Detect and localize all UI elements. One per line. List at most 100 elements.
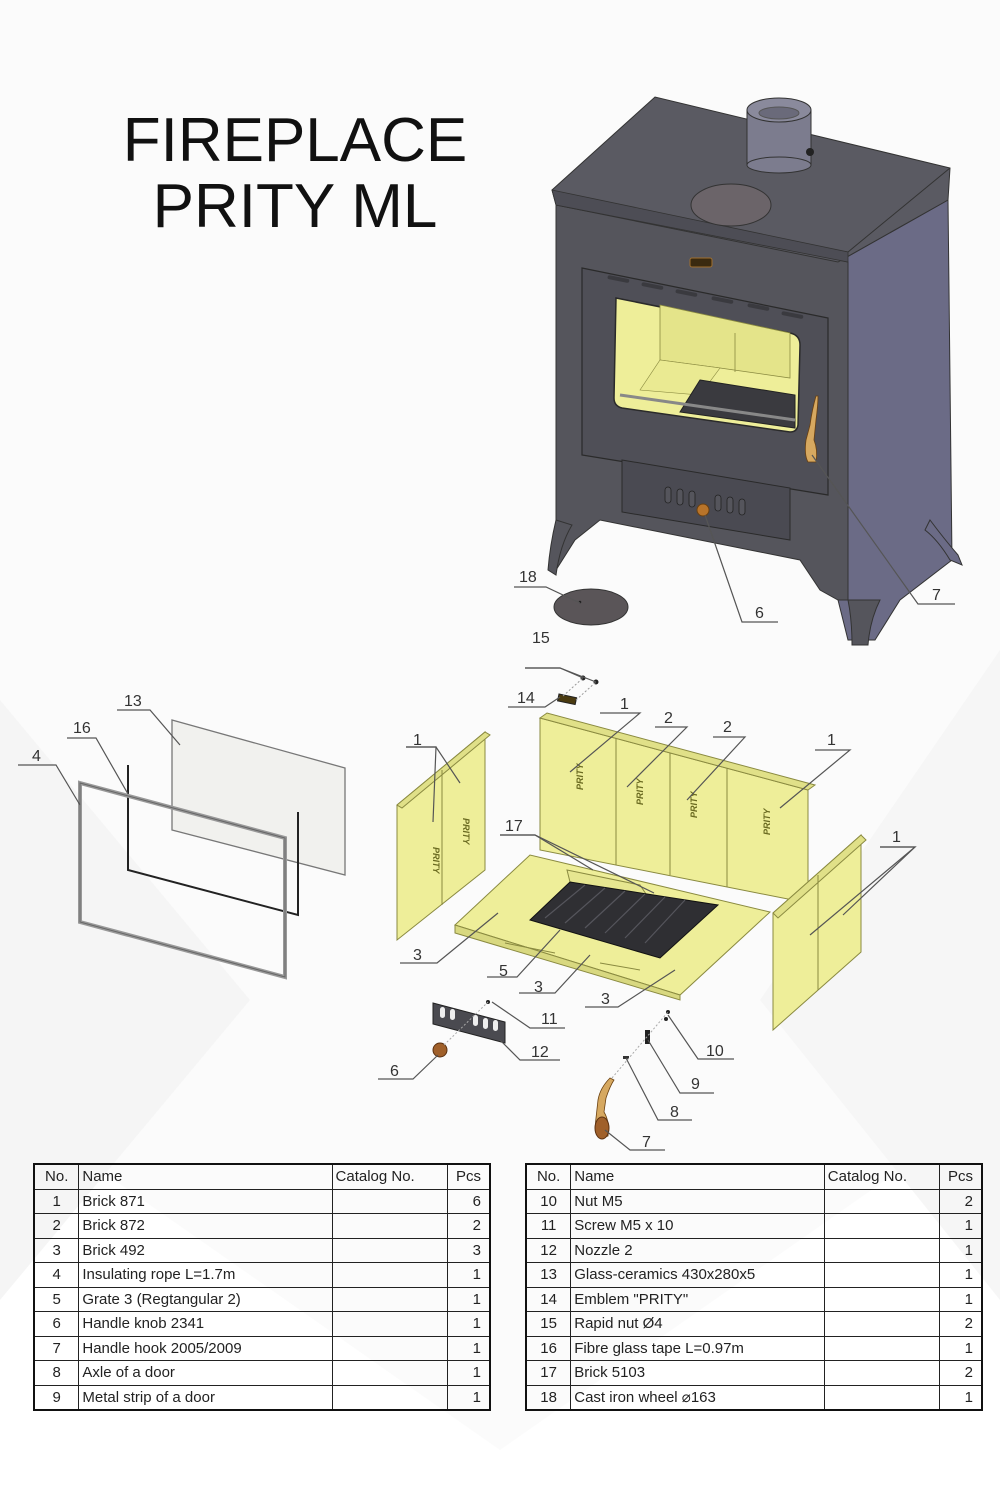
- stove-window: [613, 297, 801, 433]
- callout-11: 11: [541, 1011, 558, 1028]
- col-pcs-header: Pcs: [447, 1163, 491, 1190]
- catalog-number: [331, 1286, 449, 1312]
- svg-text:PRITY: PRITY: [689, 790, 699, 818]
- part-number: 4: [33, 1262, 80, 1288]
- part-name: Handle hook 2005/2009: [78, 1335, 333, 1361]
- col-no-header: No.: [33, 1163, 80, 1190]
- handle-knob-assembled: [696, 503, 710, 517]
- catalog-number: [331, 1335, 449, 1361]
- part-number: 7: [33, 1335, 80, 1361]
- svg-text:PRITY: PRITY: [575, 762, 585, 790]
- part-quantity: 1: [939, 1213, 983, 1239]
- callout-3: 3: [413, 947, 422, 964]
- part-name: Grate 3 (Regtangular 2): [78, 1286, 333, 1312]
- flue-pipe: [746, 97, 814, 174]
- part-number: 1: [33, 1188, 80, 1214]
- part-name: Rapid nut Ø4: [570, 1311, 825, 1337]
- glass-ceramics-panel: [171, 719, 346, 876]
- part-quantity: 1: [447, 1262, 491, 1288]
- callout-7: 7: [642, 1134, 651, 1151]
- part-name: Metal strip of a door: [78, 1384, 333, 1411]
- part-quantity: 1: [939, 1335, 983, 1361]
- fibre-glass-tape: [127, 765, 299, 917]
- callout-6: 6: [755, 605, 764, 622]
- part-quantity: 2: [447, 1213, 491, 1239]
- catalog-number: [331, 1213, 449, 1239]
- catalog-number: [823, 1384, 941, 1411]
- part-quantity: 1: [447, 1360, 491, 1386]
- part-name: Cast iron wheel ⌀163: [570, 1384, 825, 1411]
- part-number: 10: [525, 1188, 572, 1214]
- part-quantity: 2: [939, 1311, 983, 1337]
- part-name: Brick 871: [78, 1188, 333, 1214]
- catalog-number: [823, 1286, 941, 1312]
- handle-hook-assembled: [804, 395, 819, 463]
- part-name: Emblem "PRITY": [570, 1286, 825, 1312]
- col-name-header: Name: [570, 1163, 825, 1190]
- part-quantity: 6: [447, 1188, 491, 1214]
- callout-17: 17: [505, 818, 523, 835]
- part-quantity: 1: [939, 1237, 983, 1263]
- part-quantity: 1: [447, 1335, 491, 1361]
- catalog-number: [331, 1360, 449, 1386]
- callout-12: 12: [531, 1044, 549, 1061]
- catalog-number: [331, 1237, 449, 1263]
- stove-leg-back-right: [924, 519, 963, 566]
- table-header-row: No. Name Catalog No. Pcs: [33, 1163, 491, 1190]
- catalog-number: [331, 1262, 449, 1288]
- callout-1: 1: [892, 829, 901, 846]
- catalog-number: [823, 1335, 941, 1361]
- part-name: Glass-ceramics 430x280x5: [570, 1262, 825, 1288]
- callout-3: 3: [601, 991, 610, 1008]
- page-title: FIREPLACE PRITY ML: [95, 108, 495, 240]
- brick-emblems: PRITY PRITY PRITY PRITY PRITY PRITY: [431, 762, 772, 874]
- callout-1: 1: [827, 732, 836, 749]
- part-number: 11: [525, 1213, 572, 1239]
- emblem-part: [556, 693, 578, 706]
- catalog-number: [331, 1311, 449, 1337]
- part-name: Handle knob 2341: [78, 1311, 333, 1337]
- handle-knob-part: [432, 1042, 448, 1058]
- part-name: Insulating rope L=1.7m: [78, 1262, 333, 1288]
- svg-text:PRITY: PRITY: [431, 847, 441, 875]
- part-number: 18: [525, 1384, 572, 1411]
- catalog-number: [331, 1188, 449, 1214]
- part-name: Brick 5103: [570, 1360, 825, 1386]
- col-catalog-header: Catalog No.: [331, 1163, 449, 1190]
- part-quantity: 1: [447, 1384, 491, 1411]
- title-line-2: PRITY ML: [152, 172, 438, 241]
- part-number: 17: [525, 1360, 572, 1386]
- part-name: Nozzle 2: [570, 1237, 825, 1263]
- callout-10: 10: [706, 1043, 724, 1060]
- stove-leg-front-left: [547, 519, 573, 576]
- part-name: Fibre glass tape L=0.97m: [570, 1335, 825, 1361]
- leader-lines: [18, 454, 955, 1151]
- callout-14: 14: [517, 690, 535, 707]
- part-name: Axle of a door: [78, 1360, 333, 1386]
- part-quantity: 1: [447, 1286, 491, 1312]
- callout-13: 13: [124, 693, 142, 710]
- nut-m5: [664, 1017, 668, 1021]
- part-number: 8: [33, 1360, 80, 1386]
- part-number: 9: [33, 1384, 80, 1411]
- part-number: 6: [33, 1311, 80, 1337]
- callout-3: 3: [534, 979, 543, 996]
- part-quantity: 1: [939, 1262, 983, 1288]
- svg-text:PRITY: PRITY: [762, 807, 772, 835]
- catalog-number: [823, 1311, 941, 1337]
- part-name: Nut M5: [570, 1188, 825, 1214]
- part-number: 2: [33, 1213, 80, 1239]
- part-number: 5: [33, 1286, 80, 1312]
- col-name-header: Name: [78, 1163, 333, 1190]
